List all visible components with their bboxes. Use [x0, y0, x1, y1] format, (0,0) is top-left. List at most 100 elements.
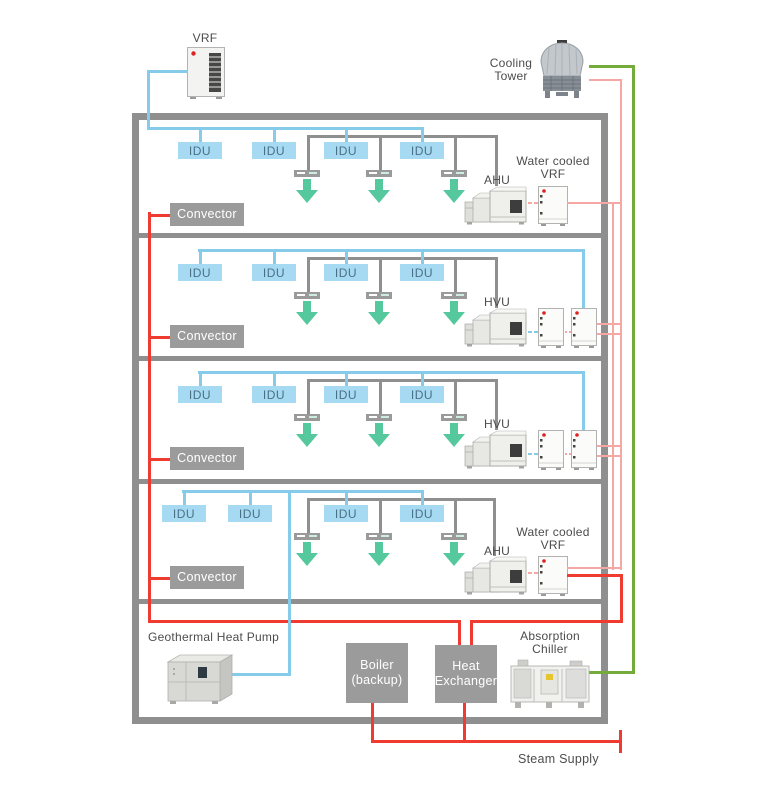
air-handling-unit-image	[464, 186, 527, 225]
condenser-water-line	[597, 323, 622, 325]
air-handling-unit-image	[464, 556, 527, 595]
convector-box: Convector	[170, 203, 244, 226]
connection-dash	[534, 453, 538, 455]
convector-hot-water-line	[150, 336, 170, 339]
water-cooled-vrf-cabinet	[538, 308, 564, 348]
duct-line	[379, 379, 382, 414]
connection-dash	[528, 331, 532, 333]
water-cooled-vrf-cabinet	[538, 430, 564, 470]
floor-divider	[139, 599, 601, 604]
vrf-outdoor-unit-image	[187, 47, 225, 99]
idu-box: IDU	[252, 264, 296, 281]
connection-dash	[565, 331, 567, 333]
idu-box: IDU	[178, 386, 222, 403]
air-handling-unit-image	[464, 308, 527, 347]
idu-supply-line	[345, 127, 348, 142]
duct-line	[454, 498, 457, 533]
water-cooled-vrf-cabinet	[538, 186, 568, 226]
cooling-tower-image	[540, 40, 584, 98]
vrf-refrigerant-line	[147, 70, 188, 73]
label-line: VRF	[540, 538, 566, 552]
duct-line	[307, 135, 310, 170]
steam-supply-end-tick	[619, 730, 622, 753]
diffuser	[366, 170, 392, 177]
refrigerant-drop-line	[582, 371, 585, 430]
diffuser	[441, 170, 467, 177]
duct-line	[379, 257, 382, 292]
diffuser	[366, 292, 392, 299]
diffuser	[294, 170, 320, 177]
idu-supply-line	[345, 490, 348, 505]
idu-box: IDU	[324, 142, 368, 159]
vrf-label: VRF	[192, 31, 218, 45]
diffuser-arrow	[368, 179, 390, 203]
air-handler-label: HVU	[483, 295, 511, 309]
air-handler-label: AHU	[483, 173, 511, 187]
idu-supply-line	[273, 371, 276, 386]
building-outline	[132, 113, 608, 724]
duct-line	[495, 379, 498, 430]
duct-line	[308, 257, 498, 260]
boiler-box: Boiler(backup)	[346, 643, 408, 703]
geothermal-label: Geothermal Heat Pump	[148, 630, 280, 644]
diffuser-arrow	[368, 542, 390, 566]
convector-hot-water-line	[150, 458, 170, 461]
diffuser-arrow	[443, 301, 465, 325]
refrigerant-drop-line	[582, 249, 585, 308]
idu-box: IDU	[324, 505, 368, 522]
diffuser-arrow	[368, 301, 390, 325]
water-cooled-vrf-cabinet	[571, 308, 597, 348]
geothermal-blue-line	[231, 673, 291, 676]
idu-supply-line	[421, 490, 424, 505]
floor-divider	[139, 479, 601, 484]
idu-box: IDU	[400, 386, 444, 403]
diffuser-arrow	[443, 542, 465, 566]
diffuser	[441, 533, 467, 540]
hot-water-line	[458, 620, 461, 646]
diffuser	[366, 414, 392, 421]
diffuser-arrow	[296, 301, 318, 325]
absorption-chiller-image	[510, 659, 590, 708]
idu-supply-line	[421, 127, 424, 142]
idu-box: IDU	[162, 505, 206, 522]
diffuser	[294, 533, 320, 540]
idu-supply-line	[345, 249, 348, 264]
condenser-water-line	[597, 445, 622, 447]
duct-line	[307, 257, 310, 292]
idu-supply-line	[199, 127, 202, 142]
hot-water-line	[567, 574, 623, 577]
label-line: Water cooled	[516, 154, 590, 168]
steam-supply-line	[463, 703, 466, 743]
air-handler-label: AHU	[483, 544, 511, 558]
duct-line	[493, 498, 496, 556]
idu-supply-line	[199, 371, 202, 386]
diffuser	[441, 292, 467, 299]
idu-box: IDU	[178, 264, 222, 281]
duct-line	[308, 135, 498, 138]
diffuser-arrow	[443, 179, 465, 203]
steam-supply-label: Steam Supply	[518, 752, 599, 766]
diffuser	[441, 414, 467, 421]
steam-supply-line	[371, 703, 374, 743]
idu-box: IDU	[178, 142, 222, 159]
convector-box: Convector	[170, 566, 244, 589]
refrigerant-header-line	[198, 371, 585, 374]
convector-box: Convector	[170, 447, 244, 470]
idu-supply-line	[345, 371, 348, 386]
condenser-water-line	[597, 455, 622, 457]
idu-box: IDU	[324, 264, 368, 281]
condenser-water-line	[567, 202, 622, 204]
floor-divider	[139, 233, 601, 238]
idu-box: IDU	[252, 142, 296, 159]
refrigerant-header-line	[182, 490, 424, 493]
connection-dash	[534, 331, 538, 333]
duct-line	[454, 257, 457, 292]
diffuser-arrow	[443, 423, 465, 447]
water-cooled-vrf-cabinet	[571, 430, 597, 470]
diffuser-arrow	[368, 423, 390, 447]
convector-box: Convector	[170, 325, 244, 348]
condenser-water-riser	[612, 202, 614, 570]
